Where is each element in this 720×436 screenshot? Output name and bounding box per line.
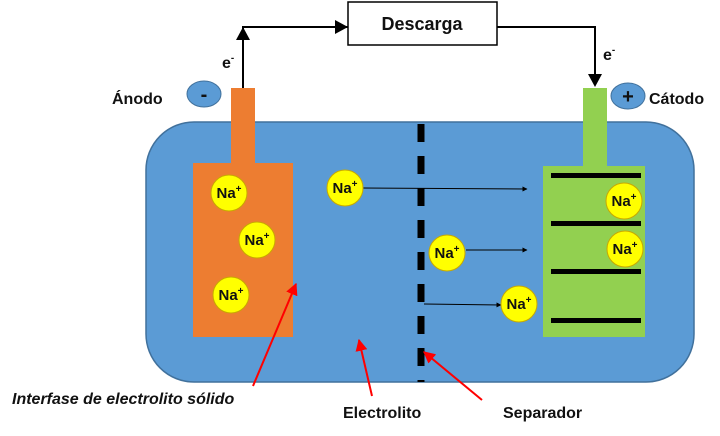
ion-na-2: Na+ [238,221,276,259]
electron-arrow-up-icon [236,27,250,40]
separator-label: Separador [503,405,582,422]
ion-na-7: Na+ [605,182,643,220]
circuit-wire-left [242,26,348,88]
svg-text:Na+: Na+ [218,286,243,304]
circuit-wire-right [497,26,596,82]
electron-arrow-down-icon [588,74,602,87]
electron-label-right: e- [603,45,615,64]
ion-na-8: Na+ [606,230,644,268]
sei-pointer-arrow [252,282,298,387]
ion-na-1: Na+ [210,174,248,212]
anode-label: Ánodo [112,89,163,108]
svg-text:Na+: Na+ [434,244,459,262]
electron-label-left: e- [222,53,234,72]
ion-na-6: Na+ [500,285,538,323]
ion-path-arrow-3 [423,302,502,308]
cathode-sign: + [622,86,634,108]
electron-arrow-right-icon [335,20,348,34]
svg-text:Na+: Na+ [332,179,357,197]
load-title: Descarga [381,14,463,34]
load-box [347,1,498,46]
ion-na-3: Na+ [212,276,250,314]
electrolyte-label: Electrolito [343,405,421,422]
ion-na-4: Na+ [326,169,364,207]
cathode-label: Cátodo [649,91,704,108]
cathode-sign-badge [610,82,646,110]
svg-text:Na+: Na+ [611,192,636,210]
ion-path-arrow-1 [361,186,528,192]
anode-tab [231,88,255,164]
sei-label: Interfase de electrolito sólido [12,391,235,408]
svg-text:Na+: Na+ [216,184,241,202]
electrolyte-pointer-arrow [355,338,373,397]
anode-sign-badge [186,80,222,108]
svg-text:Na+: Na+ [244,231,269,249]
svg-text:Na+: Na+ [612,240,637,258]
svg-text:Na+: Na+ [506,295,531,313]
anode-sign: - [201,84,208,106]
cathode-layers [551,173,641,323]
separator-pointer-arrow [423,351,483,401]
cathode-tab [583,88,607,166]
ion-na-5: Na+ [428,234,466,272]
